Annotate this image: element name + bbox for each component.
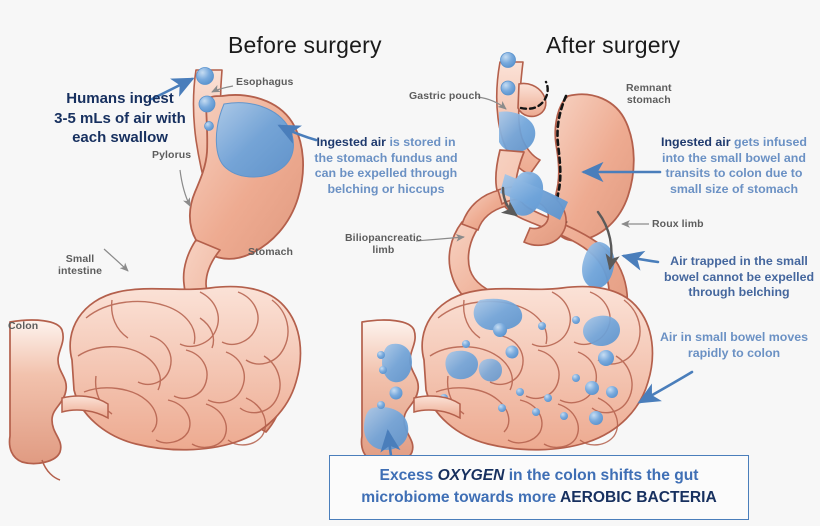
bowel-air-bubble — [544, 394, 552, 402]
leader-esophagus — [211, 85, 234, 93]
arrow-air-trapped — [621, 250, 660, 271]
annotation-bold-lead: Ingested air — [316, 135, 386, 149]
air-bubble — [198, 95, 216, 113]
bowel-air-bubble — [505, 345, 519, 359]
air-bubble — [500, 52, 516, 68]
callout-box: Excess OXYGEN in the colon shifts the gu… — [329, 455, 749, 520]
gastric-pouch — [517, 82, 547, 118]
callout-aerobic-bacteria: AEROBIC BACTERIA — [559, 489, 717, 506]
bowel-air-bubble — [606, 386, 618, 398]
colon-air-bubble — [379, 366, 387, 374]
title-before-surgery: Before surgery — [228, 32, 382, 58]
colon-air-bubble — [389, 386, 403, 400]
label-esophagus: Esophagus — [236, 76, 294, 88]
annotation-arrows — [150, 77, 694, 464]
annotation-body: is stored in the stomach fundus and can … — [314, 135, 458, 196]
bowel-air-bubble — [493, 323, 507, 337]
label-stomach: Stomach — [248, 246, 294, 258]
bowel-air-patch — [445, 350, 478, 380]
annotation-bold-lead: Ingested air — [661, 135, 731, 149]
after-surgery-anatomy — [360, 52, 654, 481]
label-biliopancreatic-limb: Biliopancreatic limb — [345, 232, 422, 256]
label-colon: Colon — [8, 320, 39, 332]
air-bubble — [196, 67, 214, 85]
air-patch-jejunum — [500, 174, 568, 220]
staple-line-pouch — [519, 80, 549, 110]
pouch-air-patch — [499, 111, 536, 153]
annotation-air-moves-to-colon: Air in small bowel moves rapidly to colo… — [659, 330, 809, 360]
callout-part2: in the colon shifts the gut microbiome t… — [361, 467, 699, 506]
bowel-air-patch — [473, 298, 523, 331]
colon-air-bubble — [377, 351, 385, 359]
colon-before — [8, 319, 68, 465]
annotation-humans-ingest: Humans ingest 3-5 mLs of air with each s… — [54, 90, 186, 146]
callout-oxygen: OXYGEN — [437, 467, 505, 484]
flow-arrow-roux-down — [596, 210, 620, 271]
flow-arrow-pouch-out — [500, 186, 518, 217]
bowel-air-bubble — [572, 316, 580, 324]
colon-air-bubble — [377, 401, 385, 409]
label-remnant-stomach: Remnant stomach — [626, 82, 672, 106]
bowel-air-bubble — [572, 374, 580, 382]
colon-junction-after — [413, 395, 461, 420]
label-pylorus: Pylorus — [152, 149, 192, 161]
small-intestine-mass-after — [421, 285, 654, 451]
air-bubble — [204, 121, 214, 131]
gastric-air-pocket-before — [215, 102, 294, 178]
bowel-air-bubble — [589, 411, 603, 425]
flow-arrows — [500, 186, 620, 271]
label-roux-limb: Roux limb — [652, 218, 704, 230]
arrow-ingested-before — [277, 124, 318, 144]
colon-junction-before — [61, 395, 109, 420]
bowel-air-bubble — [462, 340, 470, 348]
bowel-air-bubble — [598, 350, 614, 366]
annotation-body: gets infused into the small bowel and tr… — [662, 135, 807, 196]
annotation-ingested-air-before: Ingested air is stored in the stomach fu… — [307, 135, 465, 197]
air-bubble — [500, 80, 516, 96]
leader-biliopancreatic — [415, 233, 465, 242]
title-after-surgery: After surgery — [546, 32, 681, 58]
bowel-air-bubble — [538, 322, 546, 330]
small-intestine-mass-before — [69, 285, 302, 451]
leader-pylorus — [179, 169, 191, 207]
bowel-air-bubble — [585, 381, 599, 395]
bowel-air-bubble — [498, 404, 506, 412]
annotation-air-trapped: Air trapped in the small bowel cannot be… — [663, 254, 815, 300]
bowel-air-bubble — [516, 388, 524, 396]
annotation-ingested-air-after: Ingested air gets infused into the small… — [654, 135, 814, 197]
appendix-before — [41, 459, 61, 481]
leader-gastric-pouch — [477, 96, 507, 110]
bowel-air-bubble — [560, 412, 568, 420]
arrow-air-moves — [637, 370, 694, 404]
before-surgery-anatomy — [8, 67, 304, 481]
bowel-air-patch — [583, 315, 620, 347]
colon-air-patch-upper — [382, 343, 412, 383]
callout-part1: Excess — [379, 467, 438, 484]
bowel-air-patch — [478, 358, 502, 382]
leader-small-intestine — [103, 248, 129, 272]
label-small-intestine: Small intestine — [58, 253, 103, 277]
label-gastric-pouch: Gastric pouch — [409, 90, 481, 102]
arrow-humans-ingest — [150, 77, 195, 101]
leader-lines — [103, 85, 649, 272]
bowel-air-bubble — [532, 408, 540, 416]
